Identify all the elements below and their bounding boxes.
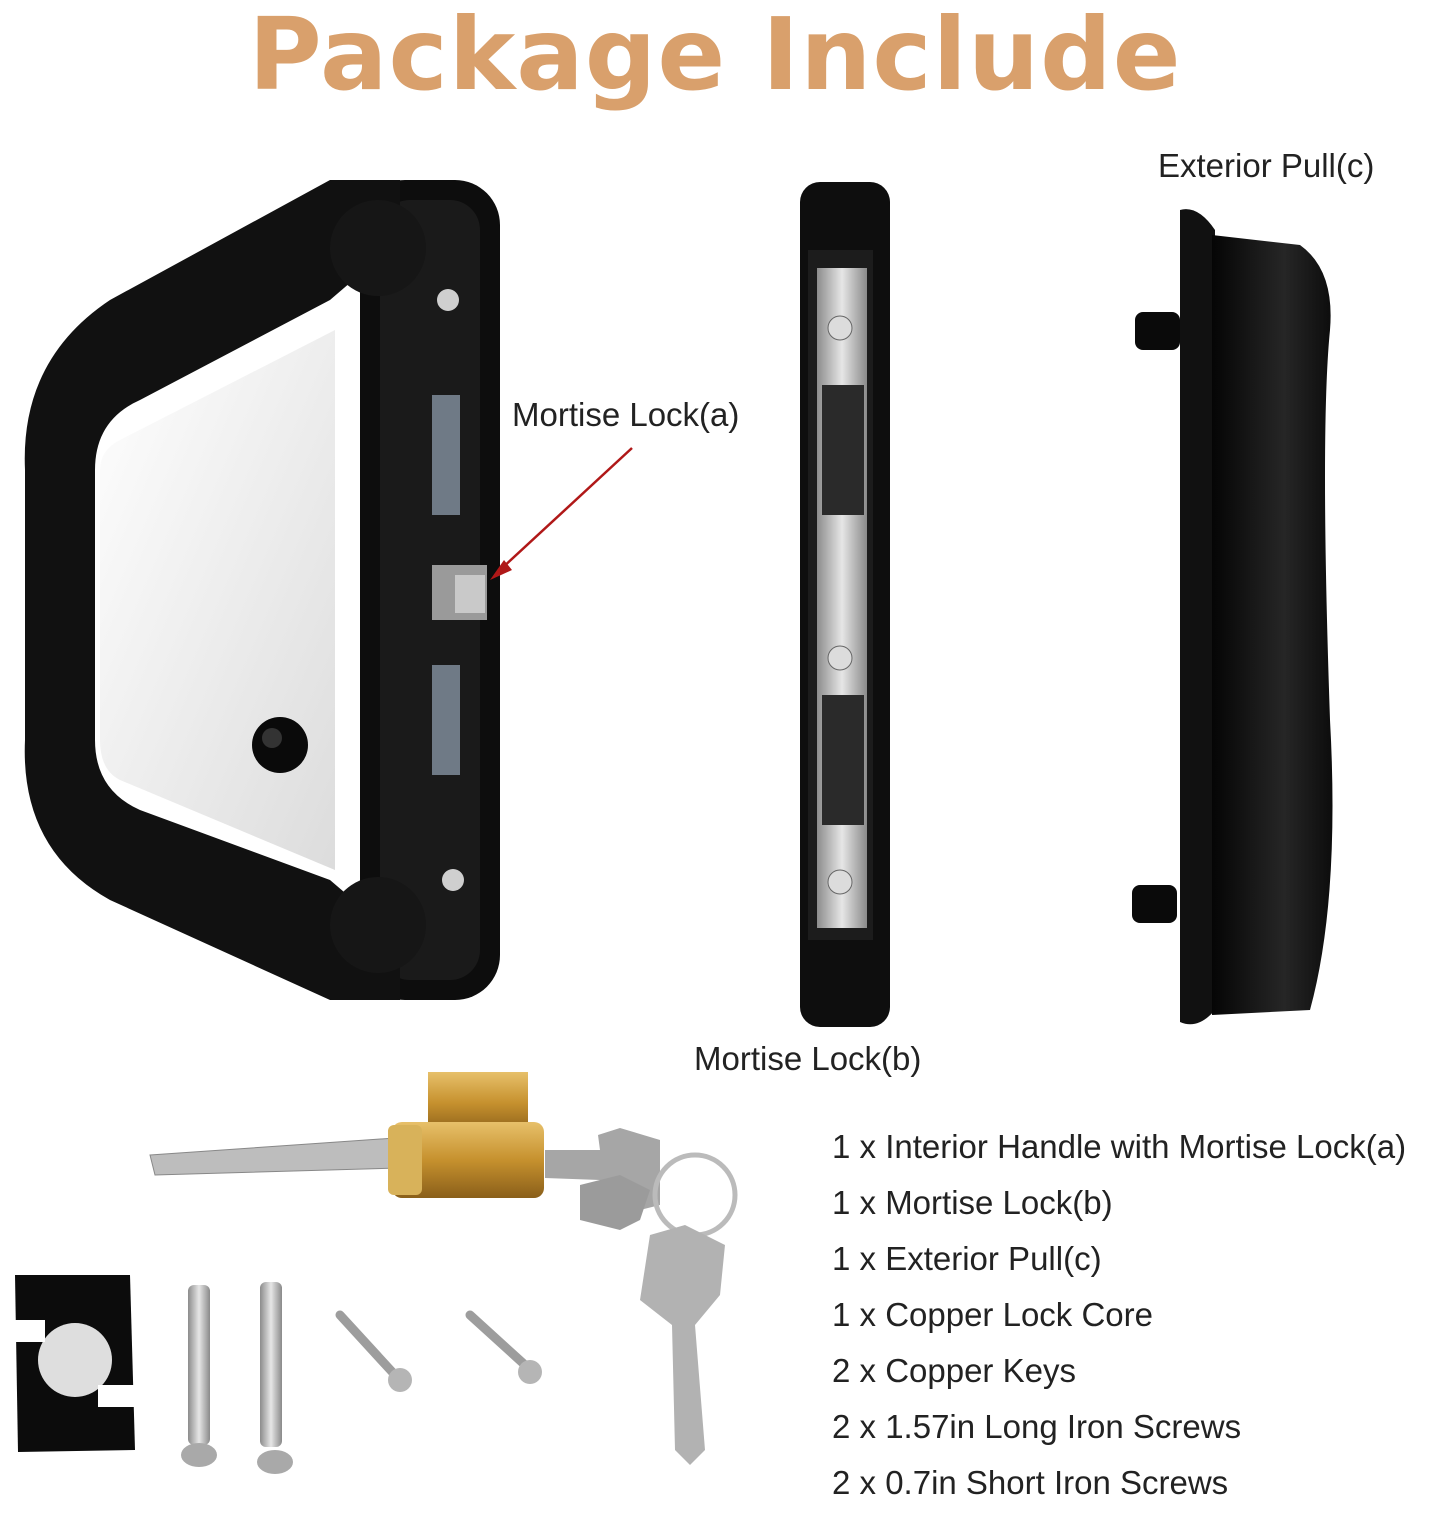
pointer-arrow <box>490 447 633 580</box>
package-contents-list: 1 x Interior Handle with Mortise Lock(a)… <box>832 1127 1406 1519</box>
label-exterior-pull: Exterior Pull(c) <box>1158 147 1375 184</box>
list-item: 1 x Mortise Lock(b) <box>832 1184 1113 1221</box>
lock-core-and-keys <box>149 1072 738 1465</box>
list-item: 1 x Copper Lock Core <box>832 1296 1153 1333</box>
mortise-lock-b <box>800 182 890 1027</box>
exterior-pull <box>1132 209 1333 1025</box>
label-mortise-lock-b: Mortise Lock(b) <box>694 1040 922 1077</box>
interior-handle <box>24 180 500 1000</box>
list-item: 1 x Exterior Pull(c) <box>832 1240 1102 1277</box>
list-item: 2 x 1.57in Long Iron Screws <box>832 1408 1242 1445</box>
label-mortise-lock-a: Mortise Lock(a) <box>512 396 740 433</box>
list-item: 2 x 0.7in Short Iron Screws <box>832 1464 1229 1501</box>
long-screws <box>181 1282 293 1474</box>
plastic-bracket <box>15 1275 136 1452</box>
page-title: Package Include <box>248 0 1182 113</box>
list-item: 1 x Interior Handle with Mortise Lock(a) <box>832 1128 1407 1165</box>
list-item: 2 x Copper Keys <box>832 1352 1076 1389</box>
short-screws <box>335 1310 542 1392</box>
